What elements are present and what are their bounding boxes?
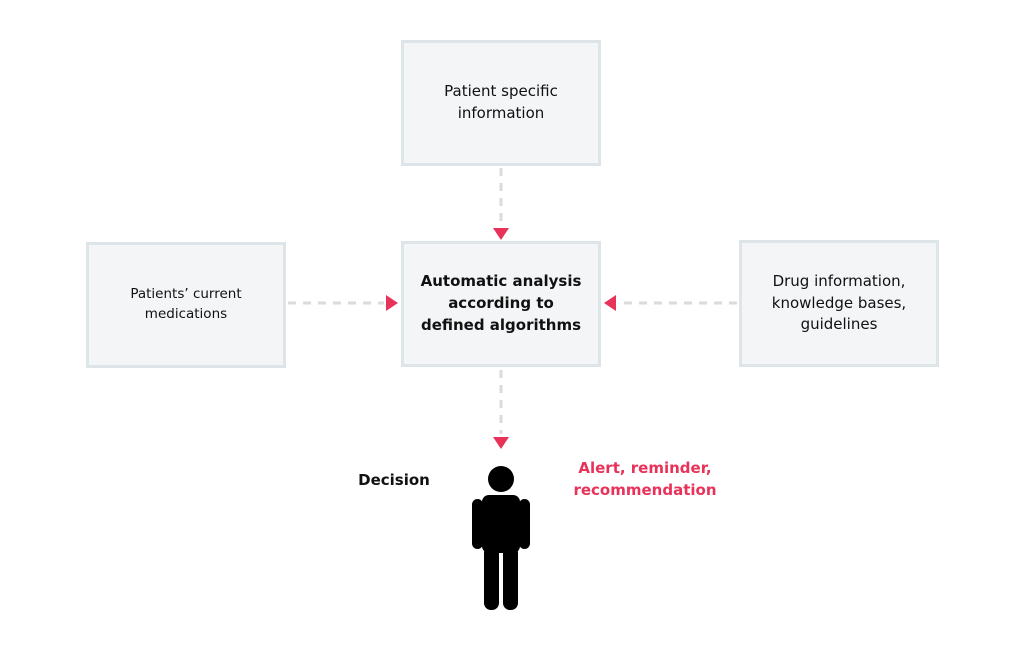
person-icon [472,466,530,610]
current-medications-label: Patients’ current medications [130,286,242,322]
arrowhead-left-center [604,295,616,311]
drug-information-box: Drug information, knowledge bases, guide… [739,240,939,367]
current-medications-box: Patients’ current medications [86,242,286,368]
patient-specific-information-label: Patient specific information [444,82,558,122]
arrowhead-down-center [493,228,509,240]
arrowhead-right-center [386,295,398,311]
alert-reminder-recommendation-label: Alert, reminder, recommendation [573,459,717,499]
arrowhead-down-person [493,437,509,449]
drug-information-label: Drug information, knowledge bases, guide… [771,271,907,334]
patient-specific-information-box: Patient specific information [401,40,601,166]
automatic-analysis-label: Automatic analysis according to defined … [420,272,582,334]
automatic-analysis-box: Automatic analysis according to defined … [401,241,601,367]
decision-label: Decision [358,471,430,489]
